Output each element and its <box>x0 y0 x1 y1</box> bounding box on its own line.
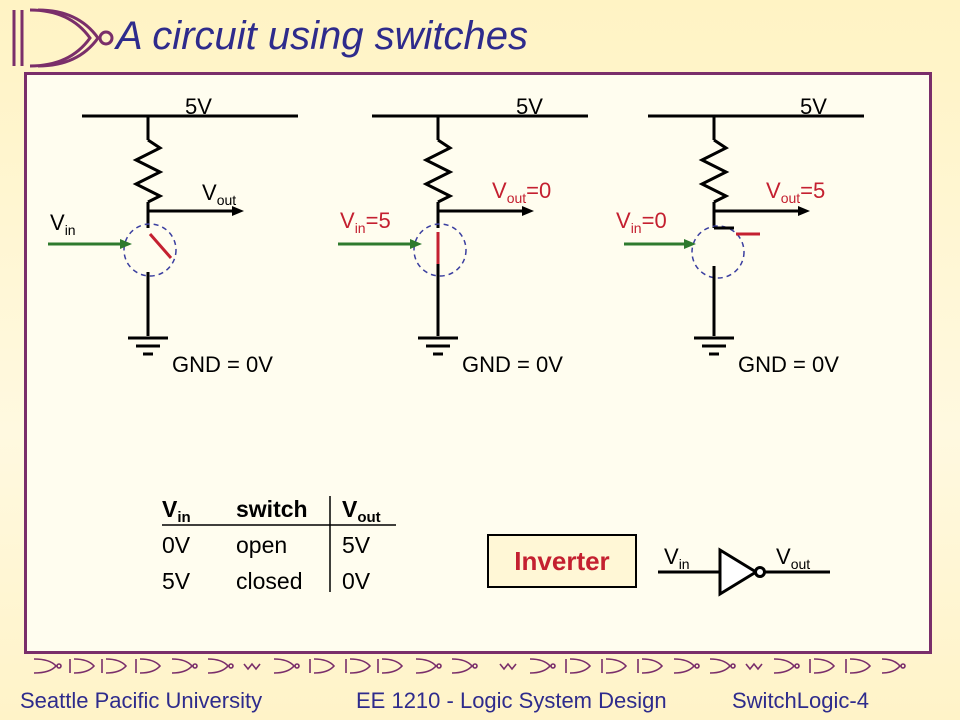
ground-label-3: GND = 0V <box>738 352 839 377</box>
vin-label-3: Vin=0 <box>616 208 667 236</box>
circuit-2 <box>338 114 588 356</box>
inverter-vout-label: Vout <box>776 544 811 572</box>
vout-label-2: Vout=0 <box>492 178 552 206</box>
switch-circle-3 <box>691 225 745 279</box>
table-header-vin: Vin <box>162 496 191 526</box>
switch-circle-2 <box>413 223 467 277</box>
gate-logo-icon <box>12 8 114 68</box>
resistor-2 <box>422 138 454 204</box>
table-cell: 0V <box>342 568 371 594</box>
table-header-vout: Vout <box>342 496 381 526</box>
inverter-symbol <box>658 547 830 597</box>
footer-university: Seattle Pacific University <box>20 688 263 713</box>
slide-title: A circuit using switches <box>116 14 528 58</box>
vin-label-1: Vin <box>50 210 76 238</box>
gate-pattern-decoration <box>33 658 906 674</box>
supply-label-1: 5V <box>185 94 212 119</box>
switch-open-1 <box>148 233 173 259</box>
resistor-1 <box>132 138 164 204</box>
inverter-vin-label: Vin <box>664 544 690 572</box>
footer-course: EE 1210 - Logic System Design <box>356 688 667 713</box>
table-cell: 5V <box>162 568 191 594</box>
resistor-3 <box>698 138 730 204</box>
inverter-label-box: Inverter <box>487 534 637 588</box>
vout-label-1: Vout <box>202 180 237 208</box>
ground-label-1: GND = 0V <box>172 352 273 377</box>
circuit-3 <box>624 114 864 356</box>
vout-label-3: Vout=5 <box>766 178 826 206</box>
circuit-1 <box>48 114 298 356</box>
footer-slide-id: SwitchLogic-4 <box>732 688 869 713</box>
supply-label-3: 5V <box>800 94 827 119</box>
switch-circle-1 <box>123 223 177 277</box>
table-cell: 0V <box>162 532 191 558</box>
table-header-switch: switch <box>236 496 308 522</box>
table-cell: open <box>236 532 288 558</box>
vin-label-2: Vin=5 <box>340 208 391 236</box>
content-panel <box>24 72 932 654</box>
supply-label-2: 5V <box>516 94 543 119</box>
table-cell: closed <box>236 568 303 594</box>
ground-label-2: GND = 0V <box>462 352 563 377</box>
table-cell: 5V <box>342 532 371 558</box>
